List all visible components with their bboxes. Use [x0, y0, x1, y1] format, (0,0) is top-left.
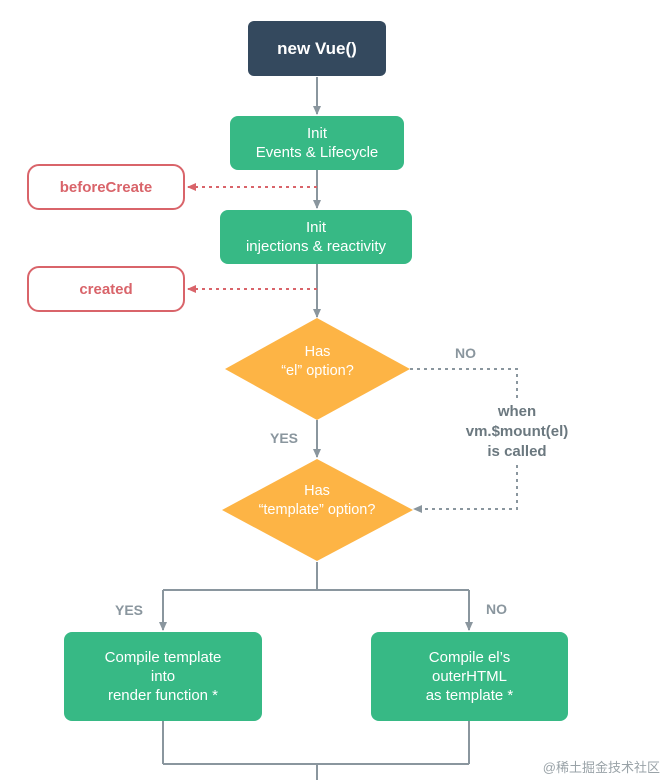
before-create-hook: beforeCreate	[27, 164, 185, 210]
template-option-text: Has “template” option?	[232, 482, 402, 520]
compile-template-line-1: Compile template	[104, 649, 222, 666]
el-option-text: Has “el” option?	[245, 343, 390, 381]
template-no-label: NO	[486, 601, 507, 617]
init-injections-box: Init injections & reactivity	[220, 210, 412, 264]
mount-note: when vm.$mount(el) is called	[452, 402, 582, 462]
created-label: created	[79, 280, 133, 298]
mount-note-line-2: vm.$mount(el)	[465, 423, 569, 440]
compile-template-box: Compile template into render function *	[64, 632, 262, 721]
el-option-line-2: “el” option?	[281, 363, 354, 379]
before-create-label: beforeCreate	[59, 178, 153, 196]
el-option-line-1: Has	[304, 344, 331, 360]
compile-template-line-2: into	[150, 668, 176, 685]
compile-el-line-2: outerHTML	[431, 668, 508, 685]
init-injections-line-2: injections & reactivity	[245, 238, 387, 255]
init-events-line-1: Init	[306, 125, 327, 142]
compile-el-line-1: Compile el’s	[428, 649, 511, 666]
el-yes-label: YES	[270, 430, 299, 446]
created-hook: created	[27, 266, 185, 312]
template-option-line-2: “template” option?	[258, 502, 376, 518]
mount-note-line-1: when	[497, 403, 537, 420]
watermark: @稀土掘金技术社区	[542, 760, 660, 775]
compile-template-line-3: render function *	[107, 687, 219, 704]
template-option-line-1: Has	[304, 483, 330, 499]
init-events-box: Init Events & Lifecycle	[230, 116, 404, 170]
compile-el-line-3: as template *	[425, 687, 514, 704]
init-injections-line-1: Init	[305, 219, 326, 236]
init-events-line-2: Events & Lifecycle	[255, 144, 379, 161]
el-no-label: NO	[455, 345, 476, 361]
el-option-diamond	[225, 318, 410, 420]
template-option-diamond	[222, 459, 413, 561]
template-yes-label: YES	[115, 602, 144, 618]
new-vue-box: new Vue()	[248, 21, 386, 76]
compile-el-box: Compile el’s outerHTML as template *	[371, 632, 568, 721]
new-vue-label: new Vue()	[277, 39, 357, 58]
mount-note-line-3: is called	[487, 443, 547, 460]
